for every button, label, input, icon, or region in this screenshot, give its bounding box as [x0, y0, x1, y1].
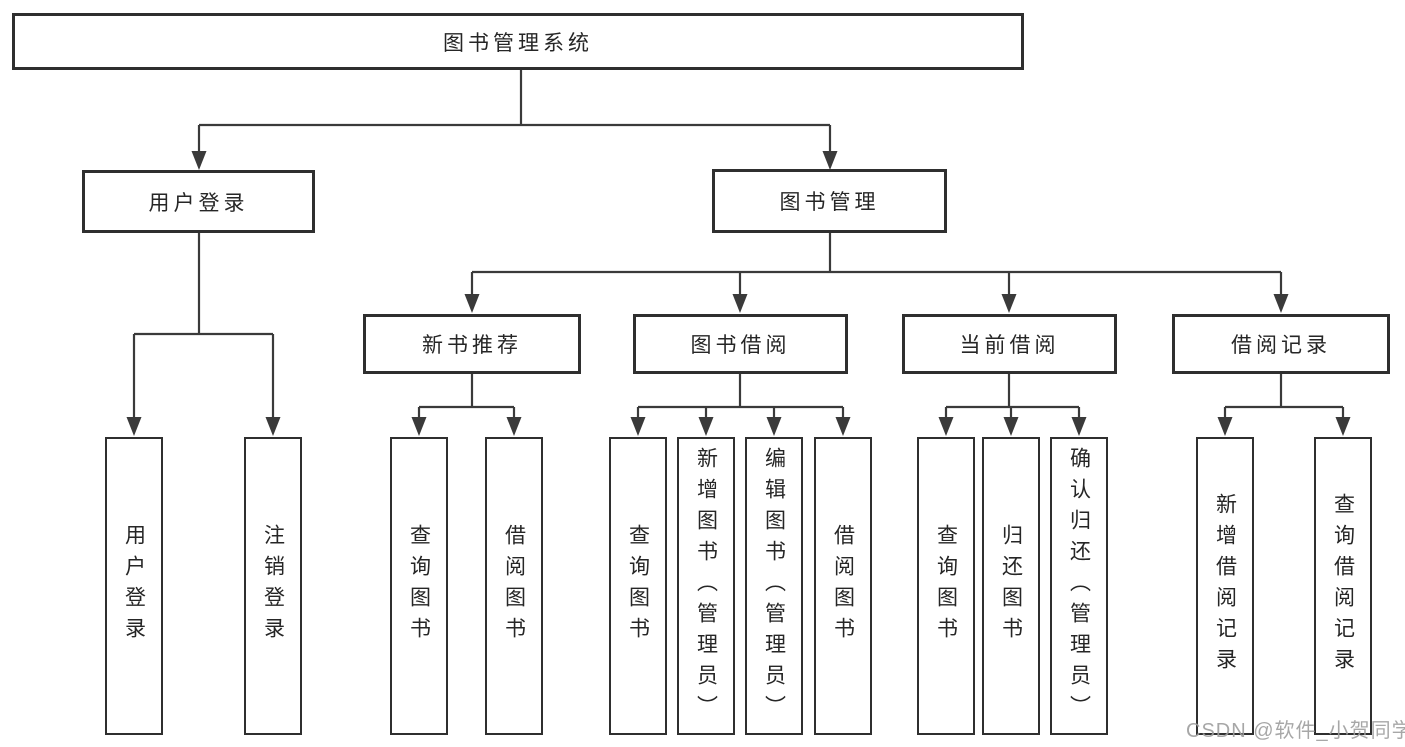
leaf-records-query-record-label: 查询借阅记录: [1331, 493, 1355, 679]
node-root-label: 图书管理系统: [443, 31, 593, 55]
leaf-records-add-record-label: 新增借阅记录: [1213, 493, 1237, 679]
arrowhead: [835, 417, 851, 436]
node-root: 图书管理系统: [12, 13, 1024, 70]
node-borrowing-records-label: 借阅记录: [1231, 334, 1331, 357]
leaf-current-return-books-label: 归还图书: [999, 524, 1023, 648]
leaf-current-return-books: 归还图书: [982, 437, 1040, 735]
leaf-borrowing-add-books-admin-label: 新增图书（管理员）: [694, 446, 718, 726]
arrowhead: [464, 294, 480, 313]
leaf-logout-label: 注销登录: [261, 524, 285, 648]
leaf-current-query-books-label: 查询图书: [934, 524, 958, 648]
leaf-recommend-query-books: 查询图书: [390, 437, 448, 735]
leaf-user-login-label: 用户登录: [122, 524, 146, 648]
arrowhead: [265, 417, 281, 436]
leaf-records-add-record: 新增借阅记录: [1196, 437, 1254, 735]
arrowhead: [191, 151, 207, 170]
arrowhead: [1217, 417, 1233, 436]
arrowhead: [630, 417, 646, 436]
leaf-borrowing-borrow-books: 借阅图书: [814, 437, 872, 735]
leaf-borrowing-edit-books-admin: 编辑图书（管理员）: [745, 437, 803, 735]
node-user-login: 用户登录: [82, 170, 315, 233]
node-borrowing-records: 借阅记录: [1172, 314, 1390, 374]
arrowhead: [126, 417, 142, 436]
leaf-current-query-books: 查询图书: [917, 437, 975, 735]
leaf-recommend-query-books-label: 查询图书: [407, 524, 431, 648]
arrowhead: [938, 417, 954, 436]
leaf-borrowing-query-books-label: 查询图书: [626, 524, 650, 648]
arrowhead: [698, 417, 714, 436]
node-current-borrowing: 当前借阅: [902, 314, 1117, 374]
node-book-borrowing: 图书借阅: [633, 314, 848, 374]
node-user-login-label: 用户登录: [148, 191, 249, 215]
leaf-borrowing-add-books-admin: 新增图书（管理员）: [677, 437, 735, 735]
node-book-management: 图书管理: [712, 169, 947, 233]
arrowhead: [822, 151, 838, 170]
node-new-book-recommend: 新书推荐: [363, 314, 581, 374]
leaf-records-query-record: 查询借阅记录: [1314, 437, 1372, 735]
leaf-logout: 注销登录: [244, 437, 302, 735]
leaf-recommend-borrow-books-label: 借阅图书: [502, 524, 526, 648]
arrowhead: [1071, 417, 1087, 436]
arrowheads: [126, 151, 1351, 436]
watermark: CSDN @软件_小贺同学: [1186, 720, 1405, 742]
leaf-user-login: 用户登录: [105, 437, 163, 735]
arrowhead: [506, 417, 522, 436]
leaf-borrowing-query-books: 查询图书: [609, 437, 667, 735]
arrowhead: [1273, 294, 1289, 313]
arrowhead: [1335, 417, 1351, 436]
leaf-borrowing-borrow-books-label: 借阅图书: [831, 524, 855, 648]
arrowhead: [411, 417, 427, 436]
leaf-recommend-borrow-books: 借阅图书: [485, 437, 543, 735]
arrowhead: [1001, 294, 1017, 313]
leaf-current-confirm-return-admin: 确认归还（管理员）: [1050, 437, 1108, 735]
node-book-management-label: 图书管理: [779, 191, 880, 214]
arrowhead: [732, 294, 748, 313]
arrowhead: [766, 417, 782, 436]
node-current-borrowing-label: 当前借阅: [959, 334, 1060, 357]
leaf-borrowing-edit-books-admin-label: 编辑图书（管理员）: [762, 446, 786, 726]
leaf-current-confirm-return-admin-label: 确认归还（管理员）: [1067, 446, 1091, 726]
connector-paths: [132, 69, 1345, 418]
arrowhead: [1003, 417, 1019, 436]
node-new-book-recommend-label: 新书推荐: [422, 334, 522, 357]
node-book-borrowing-label: 图书借阅: [690, 334, 791, 357]
